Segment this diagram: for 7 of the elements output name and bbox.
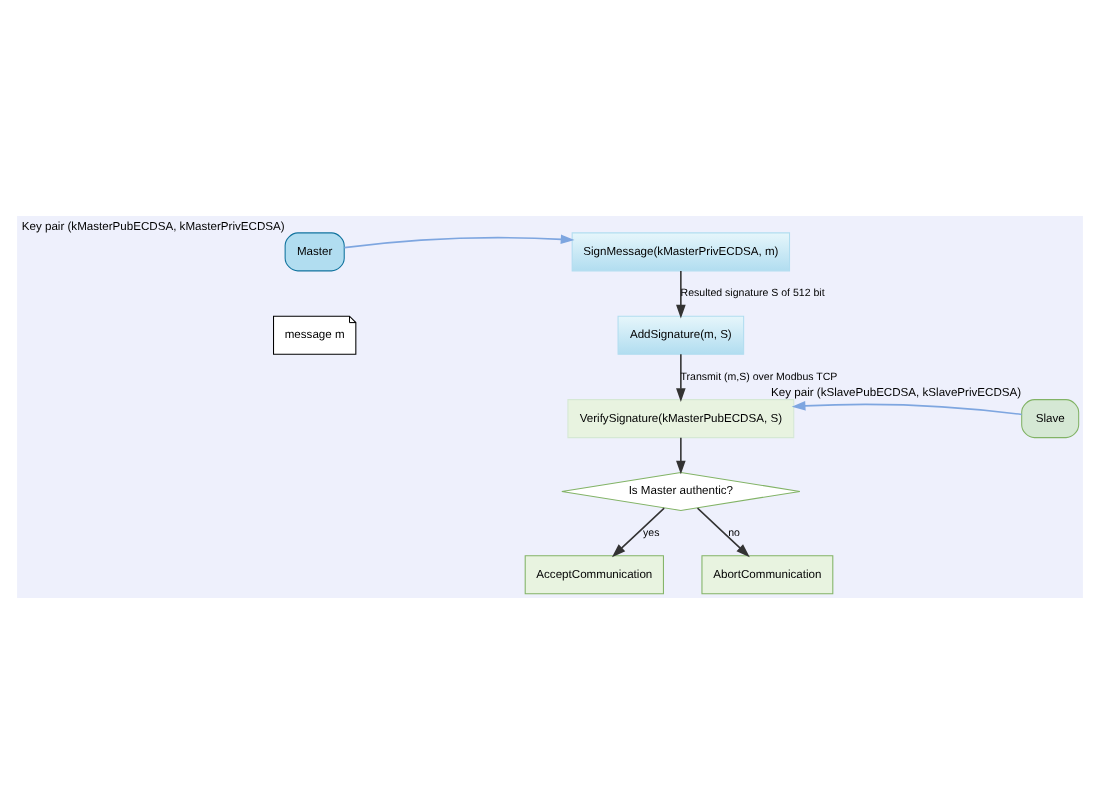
- arrow: [791, 400, 1023, 415]
- arrow: [676, 352, 686, 401]
- arrow: [611, 506, 665, 557]
- arrow: [676, 269, 686, 318]
- arrow: [343, 233, 575, 248]
- arrow: [696, 506, 750, 557]
- arrow: [676, 436, 686, 474]
